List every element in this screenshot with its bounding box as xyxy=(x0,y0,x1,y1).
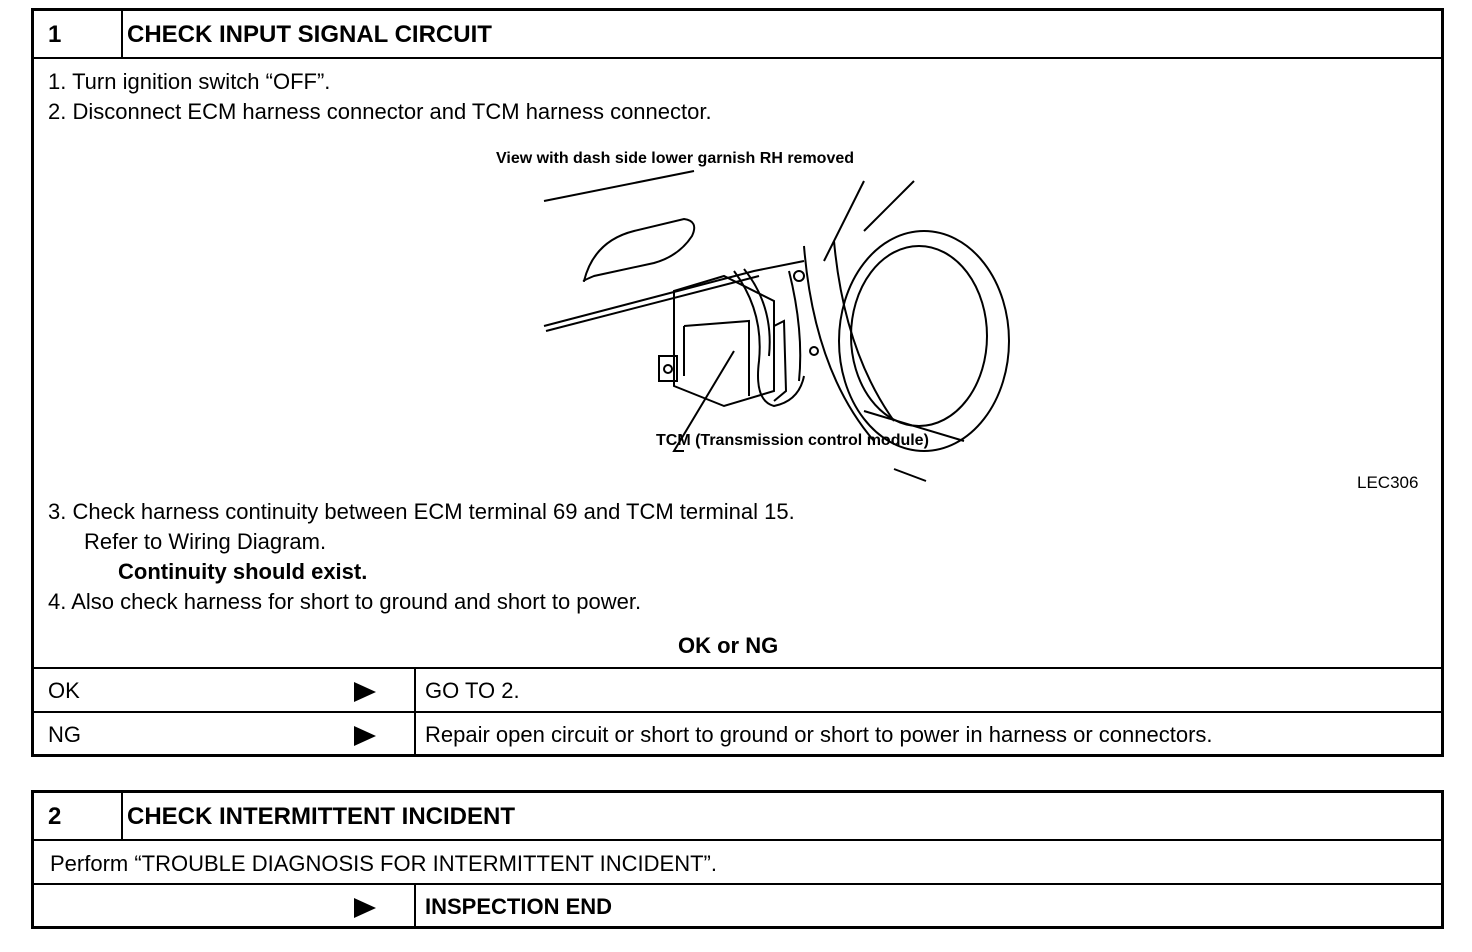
instruction-2: 2. Disconnect ECM harness connector and … xyxy=(48,99,712,124)
right-arrow-icon xyxy=(354,726,376,746)
tcm-location-illustration xyxy=(543,170,1010,482)
instruction-3-ref: Refer to Wiring Diagram. xyxy=(84,529,327,554)
ok-or-ng-label: OK or NG xyxy=(678,633,779,658)
step-number: 2 xyxy=(34,793,123,839)
step-title: CHECK INTERMITTENT INCIDENT xyxy=(127,803,515,830)
right-arrow-icon xyxy=(354,682,376,702)
result-row-ng: NG Repair open circuit or short to groun… xyxy=(34,711,1441,756)
result-label: NG xyxy=(48,722,81,747)
result-action: GO TO 2. xyxy=(425,678,520,703)
instruction-1: 1. Turn ignition switch “OFF”. xyxy=(48,69,331,94)
step-title: CHECK INPUT SIGNAL CIRCUIT xyxy=(127,21,492,48)
step-2-header: 2 CHECK INTERMITTENT INCIDENT xyxy=(34,793,1441,841)
instruction: Perform “TROUBLE DIAGNOSIS FOR INTERMITT… xyxy=(50,851,717,876)
step-1-header: 1 CHECK INPUT SIGNAL CIRCUIT xyxy=(34,11,1441,59)
instruction-4: 4. Also check harness for short to groun… xyxy=(48,589,642,614)
instruction-3-spec: Continuity should exist. xyxy=(118,559,368,584)
step-1-table: 1 CHECK INPUT SIGNAL CIRCUIT 1. Turn ign… xyxy=(31,8,1444,757)
instruction-3: 3. Check harness continuity between ECM … xyxy=(48,499,795,524)
result-label: OK xyxy=(48,678,80,703)
figure-id: LEC306 xyxy=(1357,473,1419,492)
step-number: 1 xyxy=(34,11,123,57)
figure-caption-tcm: TCM (Transmission control module) xyxy=(656,432,929,449)
result-row-end: INSPECTION END xyxy=(34,883,1441,928)
result-action: INSPECTION END xyxy=(425,894,613,919)
right-arrow-icon xyxy=(354,898,376,918)
result-action: Repair open circuit or short to ground o… xyxy=(425,722,1213,747)
step-2-table: 2 CHECK INTERMITTENT INCIDENT Perform “T… xyxy=(31,790,1444,929)
result-row-ok: OK GO TO 2. xyxy=(34,667,1441,712)
figure-caption-view: View with dash side lower garnish RH rem… xyxy=(496,150,855,167)
